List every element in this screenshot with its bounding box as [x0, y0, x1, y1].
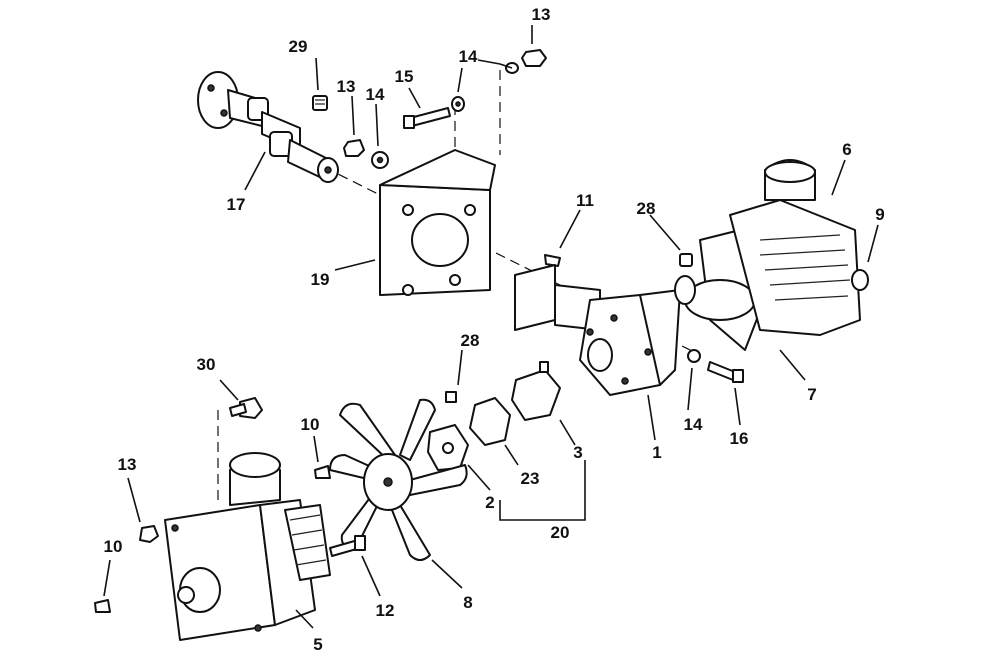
key-11 — [544, 254, 561, 267]
callout-9: 9 — [875, 205, 884, 224]
callout-1: 1 — [652, 443, 661, 462]
gearbox-part — [514, 264, 681, 396]
callout-2: 2 — [485, 493, 494, 512]
callout-13: 13 — [118, 455, 137, 474]
fan-part — [329, 398, 468, 561]
callout-19: 19 — [311, 270, 330, 289]
callout-14: 14 — [366, 85, 385, 104]
callout-11: 11 — [576, 191, 594, 210]
callout-17: 17 — [227, 195, 246, 214]
callout-30: 30 — [197, 355, 216, 374]
callout-3: 3 — [573, 443, 582, 462]
callout-5: 5 — [313, 635, 322, 654]
callout-10: 10 — [301, 415, 320, 434]
callout-29: 29 — [289, 37, 308, 56]
bolt-16 — [687, 349, 744, 383]
callout-12: 12 — [376, 601, 395, 620]
callout-20: 20 — [551, 523, 570, 542]
set-screw-29 — [312, 95, 328, 111]
callout-10: 10 — [104, 537, 123, 556]
callout-28: 28 — [637, 199, 656, 218]
callout-14: 14 — [459, 47, 478, 66]
callout-28: 28 — [461, 331, 480, 350]
hardware-top — [343, 49, 547, 169]
callout-13: 13 — [532, 5, 551, 24]
callout-8: 8 — [463, 593, 472, 612]
callout-6: 6 — [842, 140, 851, 159]
callout-14: 14 — [684, 415, 703, 434]
callout-16: 16 — [730, 429, 749, 448]
callout-15: 15 — [395, 67, 414, 86]
upper-motor-part — [674, 159, 869, 351]
mounting-bracket-part — [379, 149, 496, 296]
set-screw-28-top — [679, 253, 693, 267]
universal-joint-part — [197, 71, 339, 183]
callout-23: 23 — [521, 469, 540, 488]
coupling-parts — [427, 361, 561, 471]
leader-lines — [103, 25, 879, 629]
callout-labels: 13 14 29 15 13 14 17 19 11 28 6 9 7 16 1… — [104, 5, 885, 654]
lower-motor-part — [164, 452, 331, 641]
callout-7: 7 — [807, 385, 816, 404]
callout-13: 13 — [337, 77, 356, 96]
hardware-bottom — [94, 397, 366, 613]
